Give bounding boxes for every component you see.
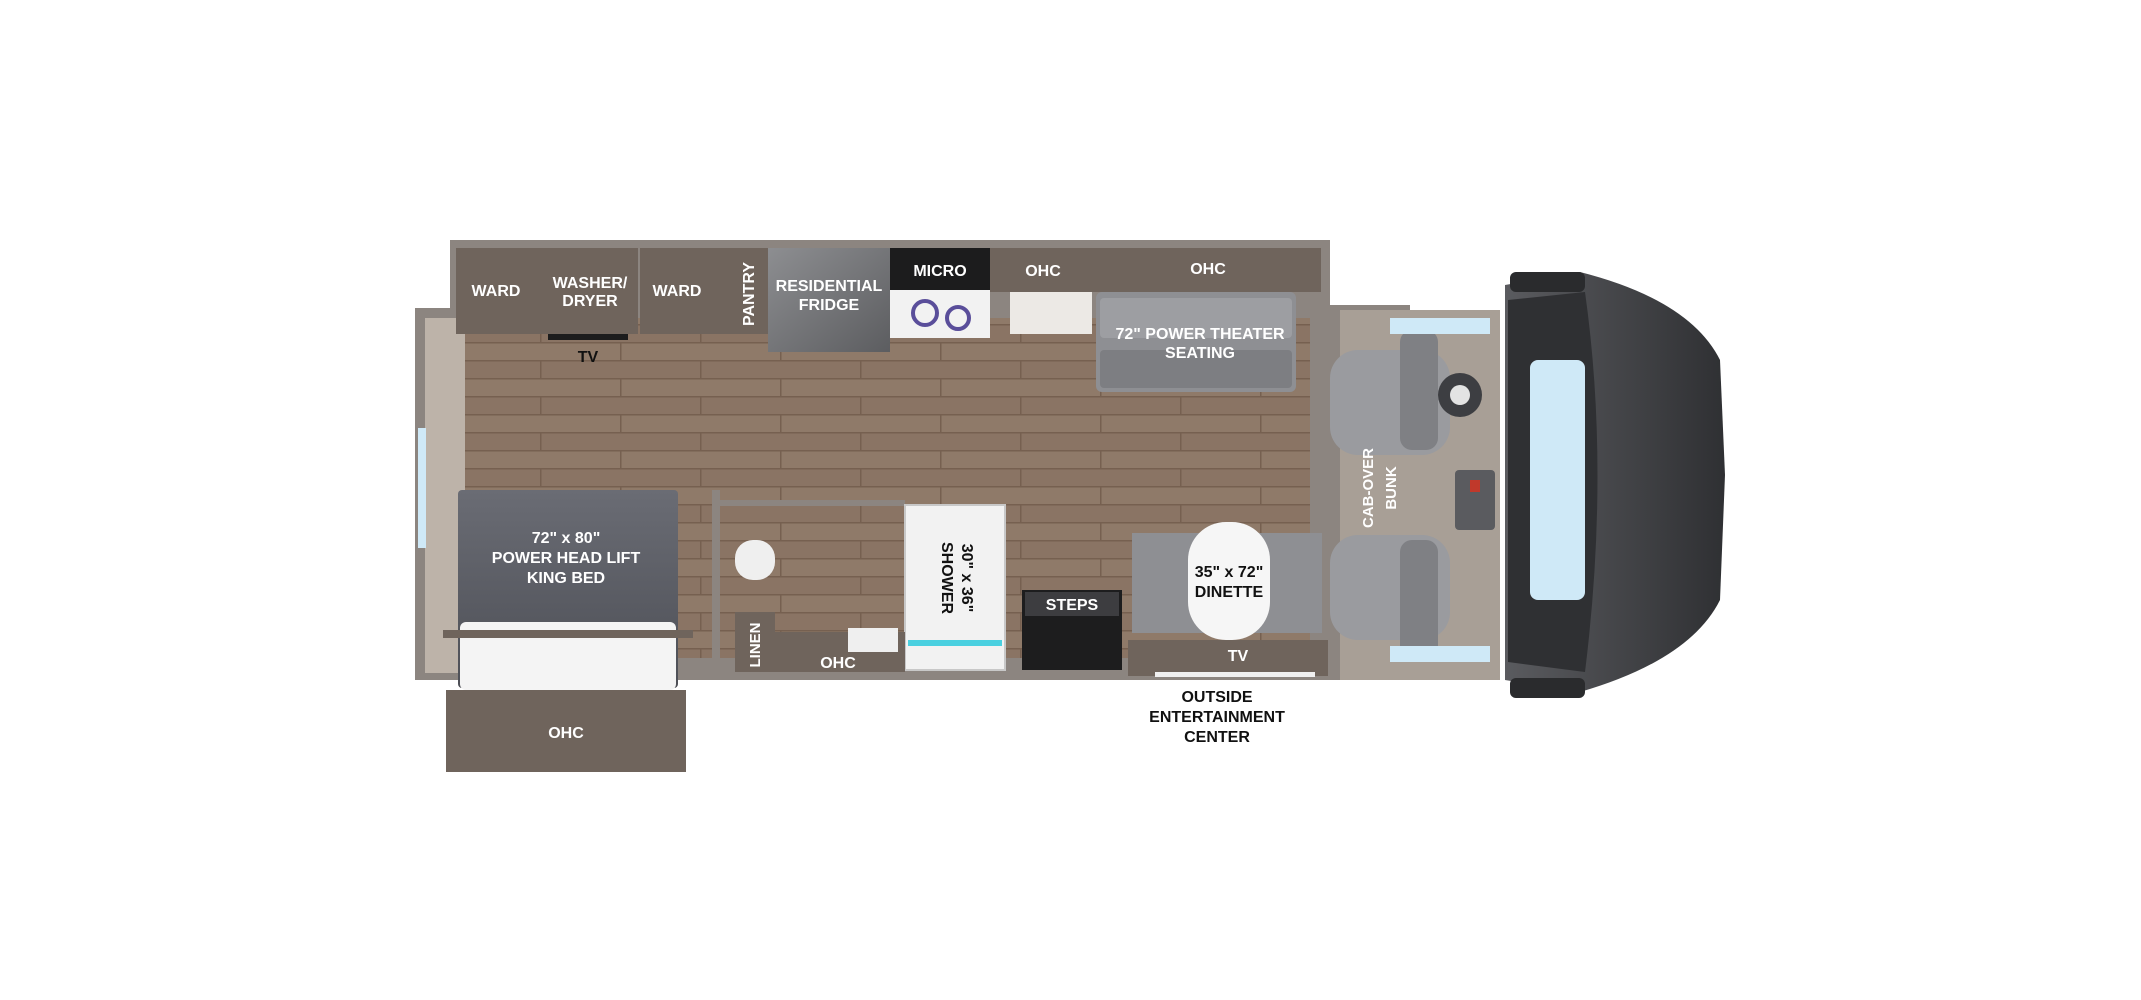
label-ward-left: WARD <box>472 283 521 300</box>
label-fridge-2: FRIDGE <box>799 297 860 314</box>
label-bunk-2: BUNK <box>1383 466 1400 509</box>
label-ohc-kitchen: OHC <box>1025 263 1061 280</box>
windshield <box>1530 360 1585 600</box>
label-washer-dryer-2: DRYER <box>562 293 618 310</box>
label-outside-1: OUTSIDE <box>1181 689 1252 706</box>
dinette[interactable] <box>1128 522 1328 677</box>
theater-seating[interactable] <box>1096 292 1296 392</box>
upper-cabinets <box>456 248 1321 352</box>
label-ohc-bedroom: OHC <box>548 725 584 742</box>
ohc-bedroom-cabinet <box>446 690 686 772</box>
dash-console <box>1455 470 1495 530</box>
driver-door-window <box>1390 318 1490 334</box>
label-outside-3: CENTER <box>1184 729 1250 746</box>
ohc-theater-cabinet <box>1096 248 1321 292</box>
label-steps: STEPS <box>1046 597 1099 614</box>
mirror-left <box>1510 272 1585 292</box>
dinette-tv-cabinet <box>1128 640 1328 676</box>
passenger-door-window <box>1390 646 1490 662</box>
toilet <box>735 540 775 580</box>
label-bed-3: KING BED <box>527 570 605 587</box>
burner-2 <box>945 305 971 331</box>
label-ohc-bath: OHC <box>820 655 856 672</box>
mirror-right <box>1510 678 1585 698</box>
floorplan-labels: WARD WASHER/ DRYER WARD TV PANTRY RESIDE… <box>472 261 1400 746</box>
bath-sink <box>848 628 898 652</box>
label-theater-1: 72" POWER THEATER <box>1115 326 1285 343</box>
label-micro: MICRO <box>913 263 966 280</box>
ohc-kitchen-cabinet <box>990 248 1096 292</box>
bed-pillows <box>460 622 676 690</box>
entry-steps[interactable] <box>1022 590 1122 670</box>
label-fridge-1: RESIDENTIAL <box>776 278 883 295</box>
cab <box>1330 310 1500 680</box>
label-bed-1: 72" x 80" <box>532 530 601 547</box>
linen-cabinet <box>735 612 775 672</box>
label-tv-dinette: TV <box>1228 648 1249 665</box>
bedroom <box>443 490 693 772</box>
tv-bedroom-screen <box>548 334 628 340</box>
label-tv-bedroom: TV <box>578 349 599 366</box>
label-dinette-1: 35" x 72" <box>1195 564 1264 581</box>
headboard <box>443 630 693 638</box>
label-dinette-2: DINETTE <box>1195 584 1264 601</box>
label-bunk-1: CAB-OVER <box>1360 448 1377 528</box>
microwave <box>890 248 990 290</box>
label-linen: LINEN <box>747 623 764 668</box>
shower-drain <box>908 640 1002 646</box>
label-outside-2: ENTERTAINMENT <box>1149 709 1285 726</box>
label-bed-2: POWER HEAD LIFT <box>492 550 641 567</box>
label-theater-2: SEATING <box>1165 345 1235 362</box>
dinette-table <box>1188 522 1270 640</box>
ward-left-cabinet <box>456 248 638 334</box>
pantry-cabinet <box>726 248 768 334</box>
label-ohc-theater: OHC <box>1190 261 1226 278</box>
kitchen-sink <box>1010 292 1092 334</box>
ward-right-cabinet <box>640 248 736 334</box>
label-ward-right: WARD <box>653 283 702 300</box>
burner-1 <box>911 299 939 327</box>
residential-fridge <box>768 248 890 352</box>
cooktop <box>890 290 990 338</box>
front-cab-shell <box>1505 272 1725 698</box>
label-washer-dryer: WASHER/ <box>553 275 628 292</box>
rear-window <box>418 428 426 548</box>
label-pantry: PANTRY <box>741 262 758 326</box>
label-shower-1: 30" x 36" <box>958 544 975 613</box>
bathroom <box>712 490 1006 675</box>
label-shower-2: SHOWER <box>938 542 955 614</box>
